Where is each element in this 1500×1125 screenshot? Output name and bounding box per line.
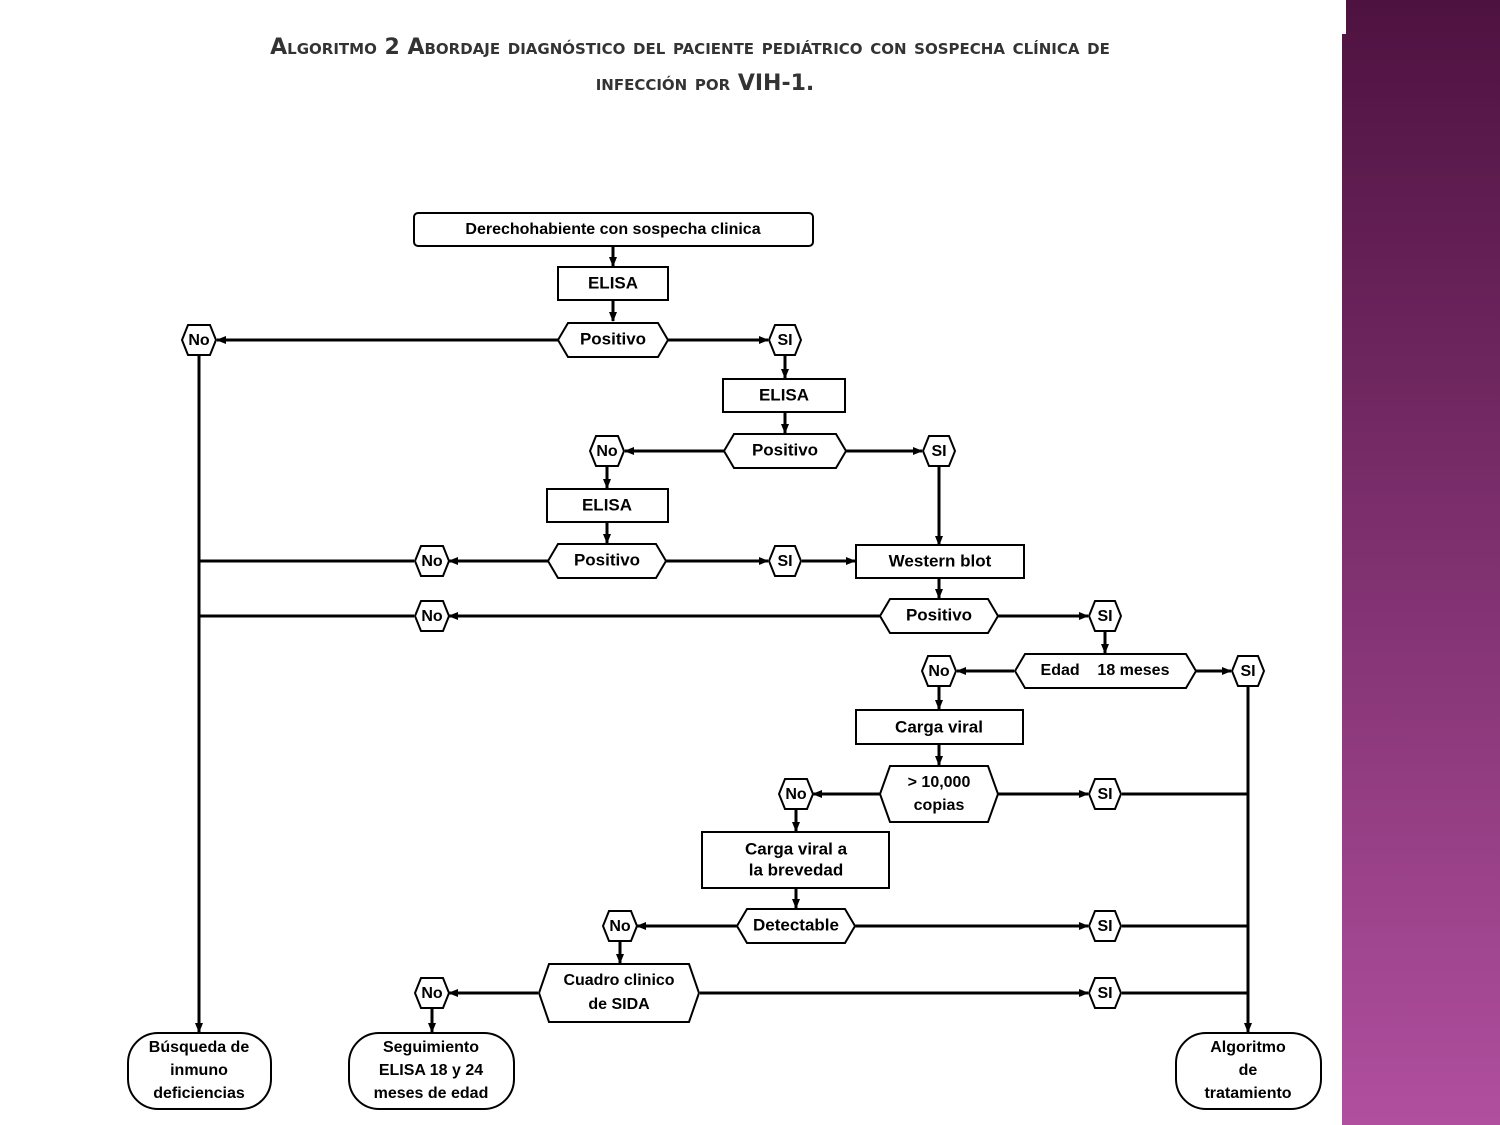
start-node-label: Derechohabiente con sospecha clinica — [465, 221, 760, 238]
start-node — [413, 212, 814, 247]
flowchart: Derechohabiente con sospecha clinica ELI… — [127, 212, 1322, 1110]
decision-cuadro-sida-line-2: de SIDA — [588, 996, 650, 1013]
no-node-6-label: No — [785, 786, 807, 803]
western-blot-box — [855, 544, 1025, 579]
si-node-8-label: SI — [1097, 985, 1112, 1002]
si-node-2 — [921, 435, 957, 467]
decision-cuadro-sida — [537, 963, 701, 1023]
no-node-3 — [413, 545, 451, 577]
no-node-5-label: No — [928, 663, 950, 680]
si-node-6-label: SI — [1097, 786, 1112, 803]
carga-viral-box — [855, 709, 1024, 745]
si-node-1 — [767, 324, 803, 356]
decision-positivo-2-label: Positivo — [752, 440, 818, 459]
terminal-busqueda-line-3: deficiencias — [153, 1085, 245, 1102]
terminal-algoritmo-line-1: Algoritmo — [1210, 1039, 1286, 1056]
terminal-algoritmo — [1175, 1032, 1322, 1110]
decorative-sidebar — [1342, 0, 1500, 1125]
decision-detectable — [735, 908, 857, 944]
decision-detectable-label: Detectable — [753, 915, 839, 934]
decision-copias-line-1: > 10,000 — [908, 774, 971, 791]
si-node-6 — [1087, 778, 1123, 810]
carga-viral-brevedad-box — [701, 831, 890, 889]
decision-copias — [878, 765, 1000, 823]
terminal-busqueda — [127, 1032, 272, 1110]
elisa-box-1 — [557, 266, 669, 301]
terminal-algoritmo-line-2: de — [1239, 1062, 1258, 1079]
sidebar-notch — [1336, 0, 1346, 34]
carga-viral-label: Carga viral — [895, 717, 983, 736]
decision-positivo-4-label: Positivo — [906, 605, 972, 624]
si-node-4-label: SI — [1097, 608, 1112, 625]
carga-viral-brevedad-line-1: Carga viral a — [745, 839, 848, 858]
si-node-3-label: SI — [777, 553, 792, 570]
no-node-8 — [413, 977, 451, 1009]
terminal-seguimiento-line-3: meses de edad — [374, 1085, 489, 1102]
terminal-algoritmo-line-3: tratamiento — [1204, 1085, 1291, 1102]
decision-cuadro-sida-line-1: Cuadro clinico — [563, 972, 674, 989]
decision-positivo-4 — [878, 598, 1000, 634]
terminal-seguimiento — [348, 1032, 515, 1110]
decision-positivo-3 — [546, 543, 668, 579]
decision-positivo-2 — [722, 433, 848, 469]
western-blot-label: Western blot — [889, 551, 992, 570]
no-node-4-label: No — [421, 608, 443, 625]
connectors — [195, 246, 1252, 1033]
terminal-busqueda-line-2: inmuno — [170, 1062, 228, 1079]
no-node-1 — [180, 324, 218, 356]
si-node-8 — [1087, 977, 1123, 1009]
decision-positivo-3-label: Positivo — [574, 550, 640, 569]
si-node-7 — [1087, 910, 1123, 942]
terminal-busqueda-line-1: Búsqueda de — [149, 1039, 250, 1056]
title-line-2: infección por VIH-1. — [595, 71, 815, 96]
no-node-1-label: No — [188, 332, 210, 349]
no-node-7-label: No — [609, 918, 631, 935]
si-node-7-label: SI — [1097, 918, 1112, 935]
si-node-5-label: SI — [1240, 663, 1255, 680]
decision-edad — [1013, 653, 1198, 689]
terminal-seguimiento-line-2: ELISA 18 y 24 — [379, 1062, 483, 1079]
si-node-3 — [767, 545, 803, 577]
elisa-box-3-label: ELISA — [582, 495, 632, 514]
no-node-4 — [413, 600, 451, 632]
elisa-box-2-label: ELISA — [759, 385, 809, 404]
elisa-box-1-label: ELISA — [588, 273, 638, 292]
elisa-box-2 — [722, 378, 846, 413]
carga-viral-brevedad-line-2: la brevedad — [749, 860, 844, 879]
no-node-2 — [588, 435, 626, 467]
elisa-box-3 — [546, 488, 669, 523]
decision-edad-label: Edad 18 meses — [1041, 662, 1170, 679]
decision-positivo-1-label: Positivo — [580, 329, 646, 348]
no-node-3-label: No — [421, 553, 443, 570]
terminal-seguimiento-line-1: Seguimiento — [383, 1039, 479, 1056]
no-node-2-label: No — [596, 443, 618, 460]
decision-positivo-1 — [556, 322, 670, 358]
si-node-2-label: SI — [931, 443, 946, 460]
si-node-1-label: SI — [777, 332, 792, 349]
si-node-5 — [1230, 655, 1266, 687]
no-node-8-label: No — [421, 985, 443, 1002]
diagram-title: Algoritmo 2 Abordaje diagnóstico del pac… — [0, 30, 1380, 102]
no-node-5 — [920, 655, 958, 687]
title-line-1: Algoritmo 2 Abordaje diagnóstico del pac… — [270, 35, 1110, 60]
no-node-6 — [777, 778, 815, 810]
no-node-7 — [601, 910, 639, 942]
decision-copias-line-2: copias — [914, 797, 965, 814]
si-node-4 — [1087, 600, 1123, 632]
